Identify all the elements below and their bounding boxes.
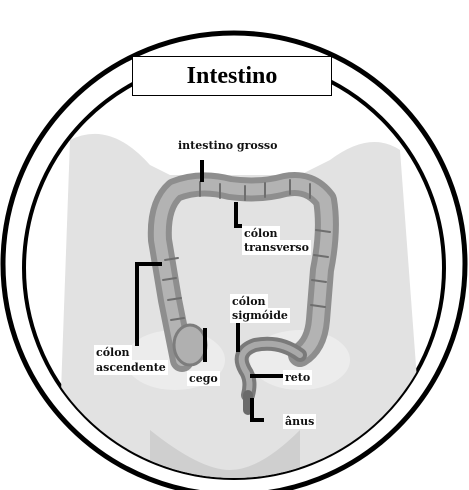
label-colon-ascendente-line2: ascendente: [94, 360, 168, 375]
label-colon-transverso-line1: cólon: [242, 226, 280, 241]
label-colon-ascendente-line1: cólon: [94, 345, 132, 360]
label-colon-transverso-line2: transverso: [242, 240, 311, 255]
label-colon-sigmoide-line2: sigmóide: [230, 308, 290, 323]
label-cego: cego: [187, 371, 220, 386]
label-reto: reto: [283, 370, 312, 385]
label-intestino-grosso: intestino grosso: [176, 138, 279, 153]
label-anus: ânus: [283, 414, 316, 429]
page-title: Intestino: [132, 56, 332, 96]
label-colon-sigmoide-line1: cólon: [230, 294, 268, 309]
